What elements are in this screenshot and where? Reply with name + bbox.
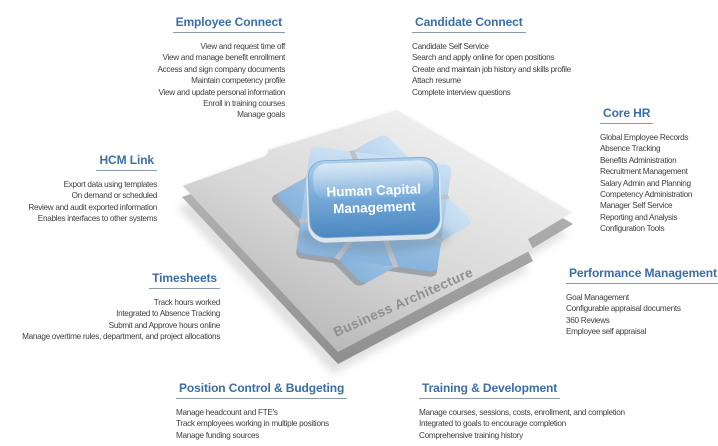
- list-item: Search and apply online for open positio…: [412, 53, 555, 63]
- list-item: Submit and Approve hours online: [108, 320, 221, 330]
- list-item: 360 Reviews: [566, 315, 610, 325]
- list-item: Competency Administration: [600, 190, 693, 200]
- core-hr-title: Core HR: [600, 106, 654, 124]
- training-development-title: Training & Development: [419, 381, 561, 399]
- position-control-items: Manage headcount and FTE's Track employe…: [176, 407, 347, 441]
- candidate-connect-title: Candidate Connect: [412, 15, 526, 33]
- list-item: Comprehensive training history: [419, 430, 523, 440]
- list-item: View and request time off: [200, 42, 285, 51]
- performance-management-title: Performance Management: [566, 266, 718, 284]
- list-item: Manage overtime rules, department, and p…: [22, 332, 220, 342]
- list-item: View and update personal information: [158, 87, 285, 97]
- list-item: Attach resume: [412, 76, 461, 86]
- list-item: Manage headcount and FTE's: [176, 408, 278, 417]
- performance-management-items: Goal Management Configurable appraisal d…: [566, 292, 718, 338]
- employee-connect-items: View and request time off View and manag…: [157, 41, 285, 121]
- employee-connect-title: Employee Connect: [172, 15, 285, 33]
- position-control-title: Position Control & Budgeting: [176, 381, 348, 399]
- hcm-link-items: Export data using templates On demand or…: [28, 179, 157, 225]
- badge-title-line2: Management: [333, 199, 416, 217]
- platform-bevel: [181, 107, 574, 214]
- section-candidate-connect: Candidate Connect Candidate Self Service…: [412, 13, 571, 98]
- hcm-architecture-graphic: Human Capital Management Business Archit…: [177, 107, 574, 374]
- list-item: Track hours worked: [153, 298, 221, 307]
- section-core-hr: Core HR Global Employee Records Absence …: [600, 104, 692, 235]
- list-item: Manage funding sources: [176, 430, 260, 440]
- list-item: Integrated to goals to encourage complet…: [419, 419, 566, 429]
- list-item: Manager Self Service: [600, 201, 673, 211]
- list-item: Employee self appraisal: [566, 327, 647, 337]
- list-item: On demand or scheduled: [71, 191, 158, 201]
- list-item: Configurable appraisal documents: [566, 304, 681, 314]
- timesheets-items: Track hours worked Integrated to Absence…: [22, 297, 220, 343]
- list-item: Absence Tracking: [600, 144, 661, 154]
- list-item: Review and audit exported information: [28, 202, 157, 212]
- list-item: Enables interfaces to other systems: [37, 214, 158, 224]
- list-item: Manage goals: [237, 110, 285, 120]
- list-item: Reporting and Analysis: [600, 212, 678, 222]
- list-item: Create and maintain job history and skil…: [412, 64, 571, 74]
- list-item: Access and sign company documents: [157, 64, 285, 74]
- list-item: Benefits Administration: [600, 155, 677, 165]
- list-item: Enroll in training courses: [203, 99, 285, 109]
- list-item: Recruitment Management: [600, 167, 688, 177]
- section-position-control-budgeting: Position Control & Budgeting Manage head…: [176, 379, 348, 441]
- badge-title-line1: Human Capital: [326, 181, 421, 199]
- list-item: Candidate Self Service: [412, 42, 489, 51]
- list-item: Track employees working in multiple posi…: [176, 419, 329, 429]
- hcm-link-title: HCM Link: [96, 153, 157, 171]
- section-performance-management: Performance Management Goal Management C…: [566, 264, 718, 338]
- section-timesheets: Timesheets Track hours worked Integrated…: [22, 269, 220, 343]
- section-employee-connect: Employee Connect View and request time o…: [157, 13, 285, 121]
- timesheets-title: Timesheets: [149, 271, 220, 289]
- list-item: View and manage benefit enrollment: [162, 53, 285, 63]
- candidate-connect-items: Candidate Self Service Search and apply …: [412, 41, 571, 98]
- list-item: Global Employee Records: [600, 133, 689, 142]
- list-item: Goal Management: [566, 293, 629, 302]
- section-training-development: Training & Development Manage courses, s…: [419, 379, 625, 441]
- list-item: Configuration Tools: [600, 224, 665, 234]
- list-item: Complete interview questions: [412, 87, 511, 97]
- hcm-center-badge: Human Capital Management: [306, 156, 442, 243]
- list-item: Maintain competency profile: [191, 76, 285, 86]
- section-hcm-link: HCM Link Export data using templates On …: [28, 151, 157, 225]
- list-item: Export data using templates: [63, 180, 158, 189]
- list-item: Integrated to Absence Tracking: [116, 309, 220, 319]
- training-development-items: Manage courses, sessions, costs, enrollm…: [419, 407, 625, 441]
- list-item: Manage courses, sessions, costs, enrollm…: [419, 408, 625, 417]
- list-item: Salary Admin and Planning: [600, 178, 691, 188]
- core-hr-items: Global Employee Records Absence Tracking…: [600, 132, 692, 235]
